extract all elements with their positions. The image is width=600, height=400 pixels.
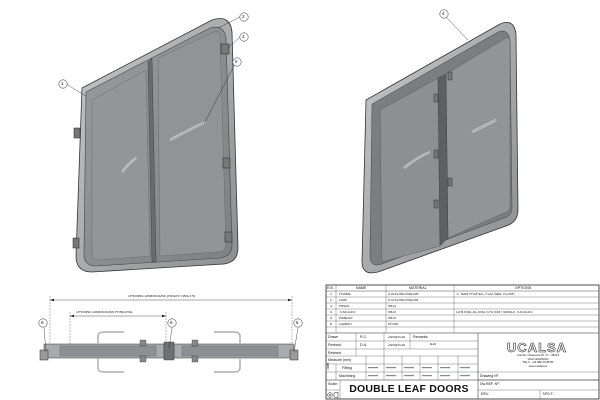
table-row-4-material: INOX bbox=[388, 310, 397, 314]
balloon-6c-label: 6 bbox=[296, 321, 299, 325]
revised-date: 25/05/2016 bbox=[388, 344, 405, 347]
callout-balloons bbox=[38, 9, 449, 328]
table-row-6-name: GASKET bbox=[339, 322, 353, 326]
table-row-2-material: STEEL/INOX/ALUM bbox=[388, 298, 419, 302]
balloon-3 bbox=[239, 32, 249, 42]
table-row-3-material: INOX bbox=[388, 304, 397, 308]
remarks-label: Remarks: bbox=[413, 335, 429, 339]
table-row-1-options: "L" BAR PROFILE, FLAT BAR, FLUSH bbox=[456, 292, 515, 296]
drawing-no-label: Drawing Nº: bbox=[480, 374, 500, 378]
front-view-door bbox=[65, 16, 241, 273]
table-row-1-name: FRAME bbox=[339, 292, 351, 296]
balloon-2-label: 2 bbox=[242, 15, 245, 19]
isometric-view-door bbox=[361, 15, 519, 274]
balloon-6a-label: 6 bbox=[41, 321, 44, 325]
company-logo-mark: UCALSA bbox=[507, 340, 567, 356]
ot-label: NºO.T.: bbox=[543, 392, 555, 396]
balloon-4-label: 4 bbox=[442, 12, 445, 16]
revised-label: Revised bbox=[328, 343, 341, 347]
balloon-6a bbox=[38, 318, 48, 328]
table-row-2-name: LEAF bbox=[339, 298, 348, 302]
dw-ref-label: Dw.REF. Nº: bbox=[480, 382, 500, 386]
balloon-6b bbox=[167, 318, 177, 328]
drawing-title: DOUBLE LEAF DOORS bbox=[349, 383, 469, 395]
balloon-6c bbox=[293, 318, 303, 328]
address-line-1: Camiño Casanova 25, 27 · 36213 bbox=[517, 354, 559, 357]
table-row-4-eb: 4 bbox=[330, 310, 332, 314]
balloon-3-label: 3 bbox=[242, 35, 245, 39]
table-row-3-eb: 3 bbox=[330, 304, 332, 308]
revised-by: D.A. bbox=[360, 343, 367, 347]
table-row-1-material: STEEL/INOX/ALUM bbox=[388, 292, 419, 296]
table-row-2-eb: 2 bbox=[330, 298, 332, 302]
tolerance-marks bbox=[368, 367, 470, 377]
table-row-5-eb: 5 bbox=[330, 316, 332, 320]
remarks-value: A15 bbox=[430, 343, 437, 346]
scale-label: Scale: bbox=[328, 382, 338, 386]
drawn-date: 25/05/2016 bbox=[388, 336, 405, 339]
table-row-5-name: HANDLE bbox=[339, 316, 353, 320]
machining-label: Machining bbox=[339, 374, 356, 378]
drawn-label: Drawn bbox=[328, 335, 339, 339]
table-row-4-name: TOGGLES bbox=[339, 310, 356, 314]
table-row-3-name: HINGE bbox=[339, 304, 350, 308]
fitting-label: Fitting bbox=[342, 366, 352, 370]
dim-total-label: OPENING DIMENSIONS (HEIGHT×WIDTH) bbox=[128, 295, 196, 298]
drawn-by: R.C. bbox=[360, 335, 368, 339]
title-block-grid bbox=[325, 284, 600, 400]
address-line-3: TEL.F. +34 986 23 88 80 bbox=[522, 361, 554, 364]
table-row-6-eb: 6 bbox=[330, 322, 332, 326]
tolerance-label: Toler. bbox=[327, 361, 330, 370]
table-row-1-eb: 1 bbox=[330, 292, 332, 296]
table-row-6-material: EPDM bbox=[388, 322, 398, 326]
company-logo: UCALSA bbox=[507, 340, 567, 355]
measure-label: Measure (mm) bbox=[328, 358, 352, 362]
rev-label: REV. bbox=[481, 392, 490, 396]
balloon-4 bbox=[439, 9, 449, 19]
balloon-5-label: 5 bbox=[235, 60, 238, 64]
address-line-4: www.ucalsa.es bbox=[528, 364, 548, 368]
balloon-2 bbox=[239, 12, 249, 22]
projection-symbol bbox=[327, 391, 339, 399]
balloon-1 bbox=[58, 79, 68, 89]
table-row-5-material: INOX bbox=[388, 316, 397, 320]
balloon-5 bbox=[232, 57, 242, 67]
balloon-6b-label: 6 bbox=[170, 321, 173, 325]
balloon-1-label: 1 bbox=[61, 82, 64, 86]
parts-header-name: NAME bbox=[356, 286, 367, 290]
section-view bbox=[39, 296, 299, 373]
parts-header-options: OPTIONS bbox=[515, 286, 532, 290]
parts-header-material: MATERIAL bbox=[409, 286, 427, 290]
address-line-2: VIGO (ESPAÑA) bbox=[527, 357, 549, 361]
dim-principal-label: OPENING DIMENSIONS PRINCIPAL bbox=[76, 311, 133, 314]
table-row-4-options: CENTRAL ACTING SYSTEM / SINGLE TOGGLES bbox=[456, 310, 533, 314]
parts-header-eb: E.B. bbox=[327, 286, 334, 290]
revised2-label: Revised bbox=[328, 350, 341, 355]
